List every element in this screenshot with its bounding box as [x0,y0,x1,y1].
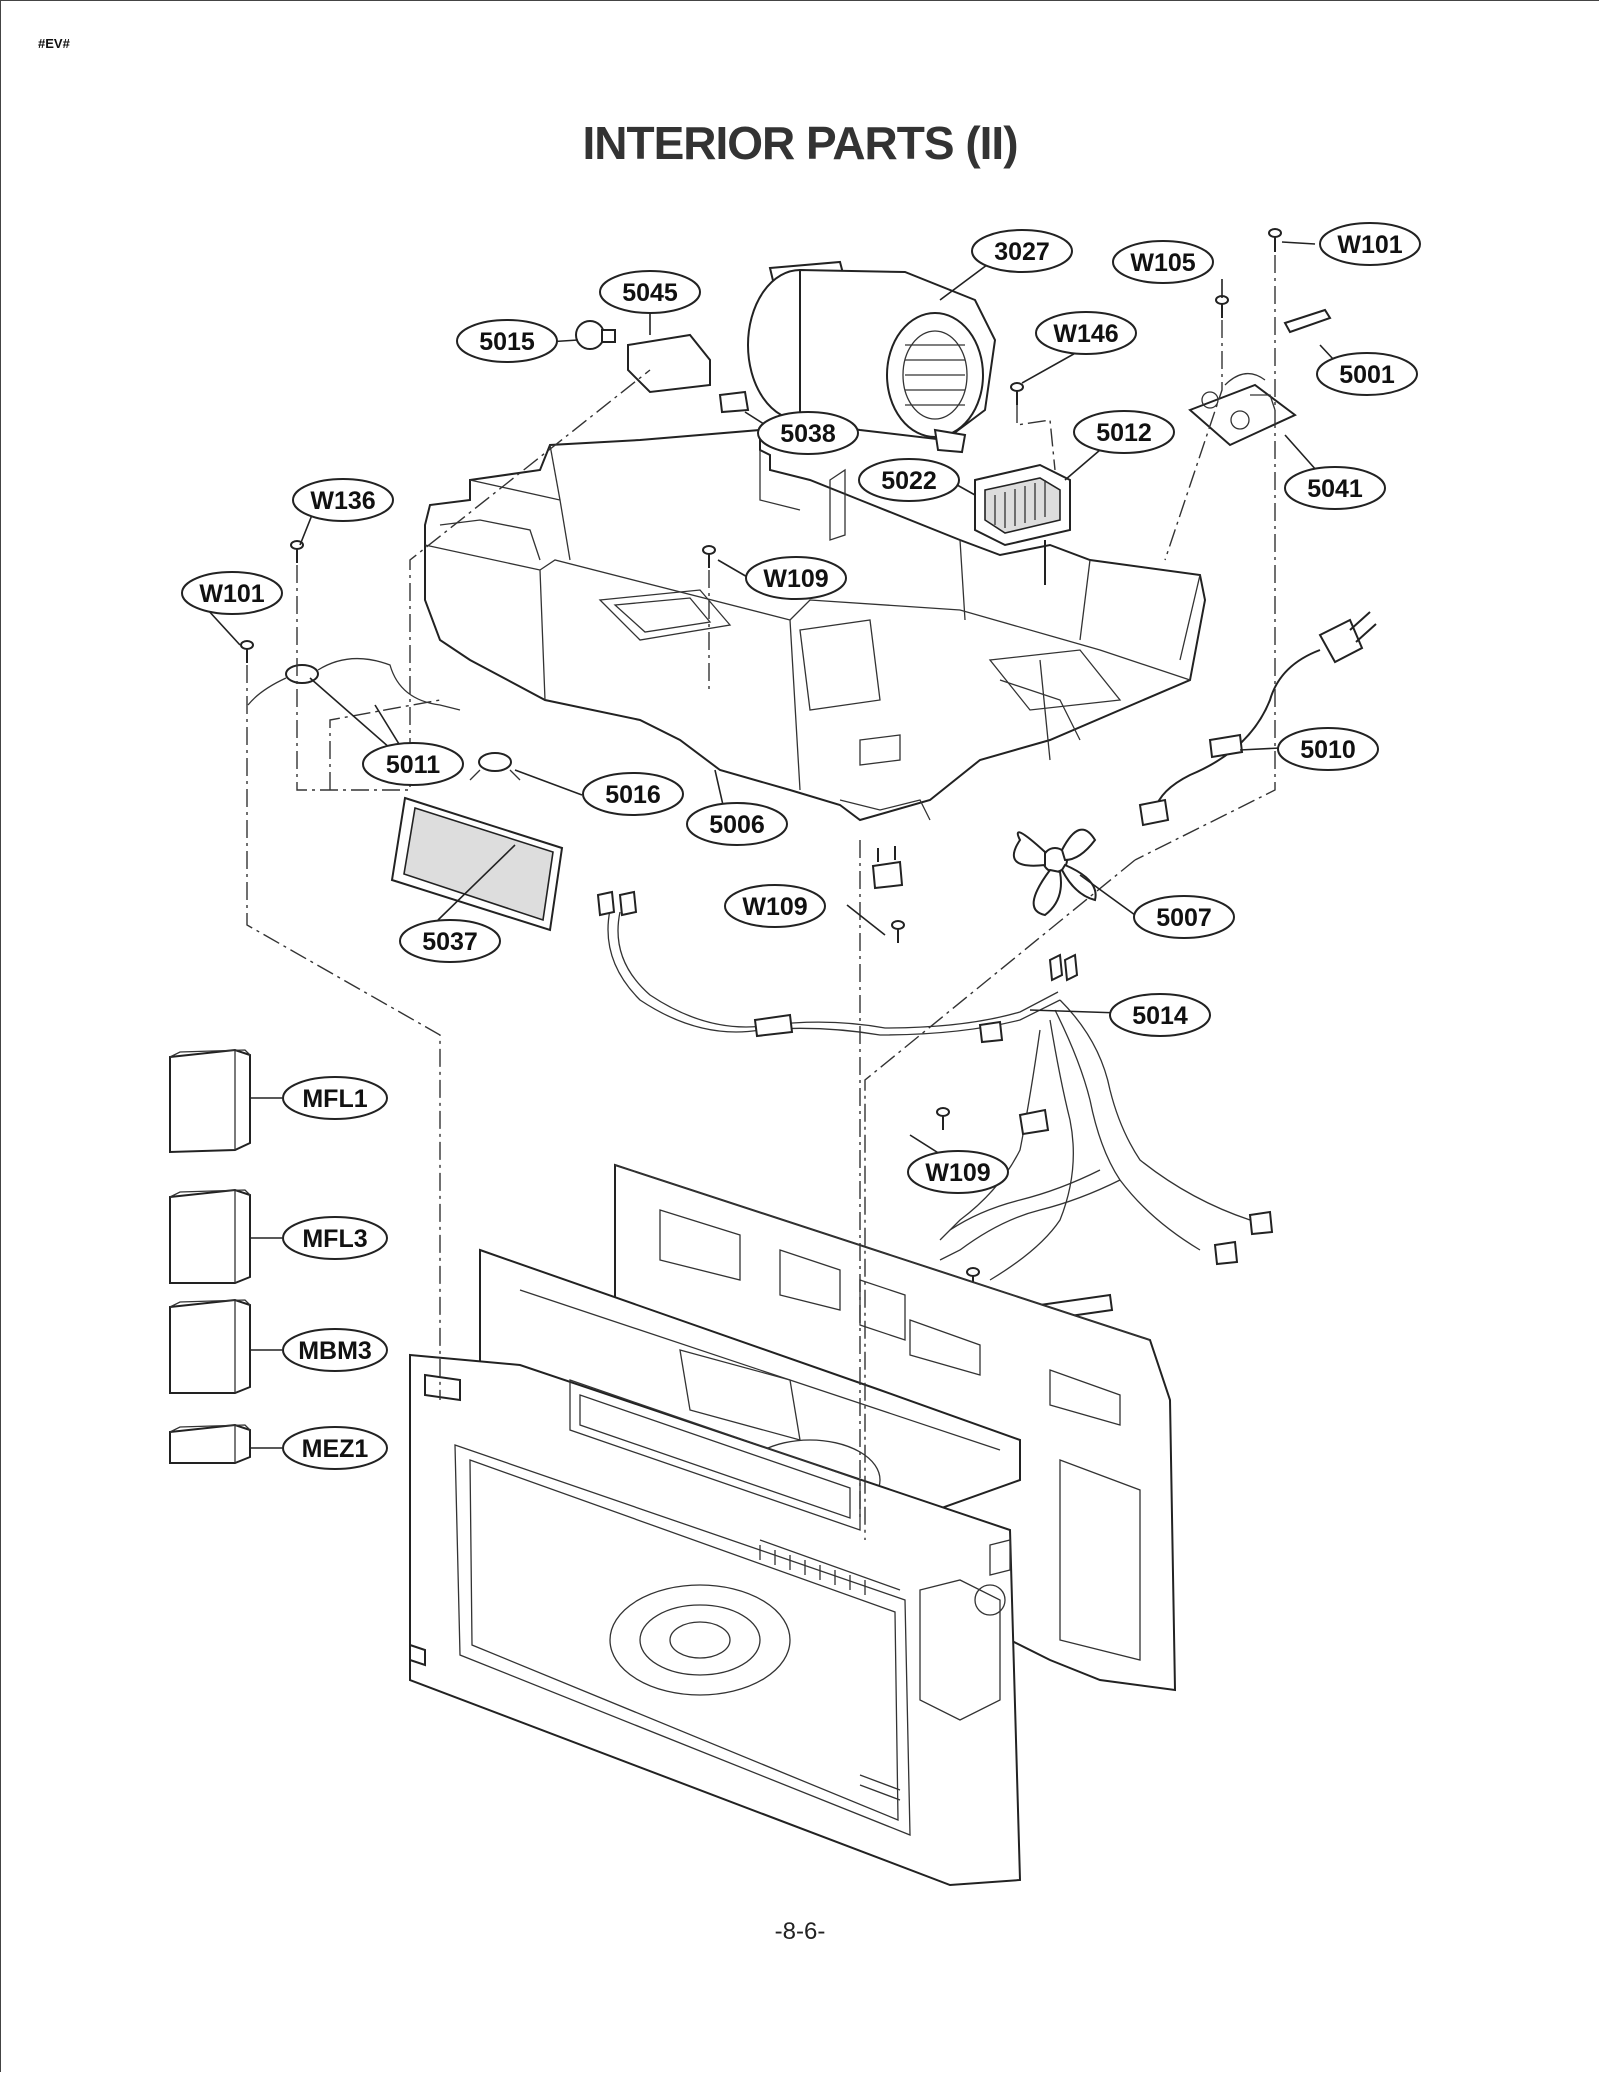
alignment-lines [246,255,1276,1540]
callout-mez1: MEZ1 [282,1426,388,1470]
callout-label: W109 [742,893,807,921]
callout-label: MEZ1 [302,1435,369,1463]
callout-5012: 5012 [1073,410,1175,454]
callout-label: 5006 [709,811,765,839]
callout-5010: 5010 [1277,727,1379,771]
callout-mfl3: MFL3 [282,1216,388,1260]
callout-5014: 5014 [1109,993,1211,1037]
callout-label: 5010 [1300,736,1356,764]
fuse [1283,308,1332,334]
callout-label: 5015 [479,328,535,356]
callout-label: 5014 [1132,1002,1188,1030]
callout-label: W109 [763,565,828,593]
callout-label: MBM3 [298,1337,372,1365]
callout-label: 5012 [1096,419,1152,447]
callout-label: 3027 [994,238,1050,266]
callout-5001: 5001 [1316,352,1418,396]
manual-boxes [169,1048,251,1464]
callout-label: W101 [1337,231,1402,259]
callout-label: W146 [1053,320,1118,348]
callout-label: W101 [199,580,264,608]
callout-mbm3: MBM3 [282,1328,388,1372]
callout-label: 5011 [386,751,440,779]
callout-5006: 5006 [686,802,788,846]
callout-w109-a: W109 [745,556,847,600]
callout-label: 5037 [422,928,478,956]
thermal-cutouts [247,657,521,781]
page-number: -8-6- [774,1918,826,1945]
blower-motor-assembly [747,260,997,454]
callout-3027: 3027 [971,229,1073,273]
callout-label: W136 [310,487,375,515]
grease-filter [390,796,564,932]
callout-label: 5001 [1339,361,1395,389]
callout-w109-c: W109 [907,1150,1009,1194]
callout-w146: W146 [1035,311,1137,355]
callout-label: MFL3 [302,1225,367,1253]
callout-5041: 5041 [1284,466,1386,510]
callout-w105: W105 [1112,240,1214,284]
callout-label: W109 [925,1159,990,1187]
callout-label: 5038 [780,420,836,448]
callout-label: 5041 [1307,475,1363,503]
noise-filter-board [1188,373,1297,447]
page-title: INTERIOR PARTS (II) [582,117,1018,169]
callout-5016: 5016 [582,772,684,816]
document-tag: #EV# [38,36,70,51]
callout-w101-top: W101 [1319,222,1421,266]
callout-5045: 5045 [599,270,701,314]
callout-5037: 5037 [399,919,501,963]
callout-w136: W136 [292,478,394,522]
callout-5011: 5011 [362,742,464,786]
base-plate [424,428,1207,822]
callout-w101-left: W101 [181,571,283,615]
callout-label: 5007 [1156,904,1212,932]
fan-blade [1012,828,1097,917]
callout-label: 5022 [881,467,937,495]
callout-label: MFL1 [302,1085,367,1113]
power-cord [1138,611,1377,827]
callout-5038: 5038 [757,411,859,455]
lamp-and-socket [575,320,750,414]
callout-label: 5016 [605,781,661,809]
callout-w109-b: W109 [724,884,826,928]
stirrer-motor [974,463,1071,585]
small-bracket [871,846,904,890]
callout-5007: 5007 [1133,895,1235,939]
callout-mfl1: MFL1 [282,1076,388,1120]
callout-5022: 5022 [858,458,960,502]
callout-5015: 5015 [456,319,558,363]
callout-label: 5045 [622,279,678,307]
wire-harness [596,890,1274,1322]
oven-cavity [409,1163,1177,1887]
callout-label: W105 [1130,249,1195,277]
